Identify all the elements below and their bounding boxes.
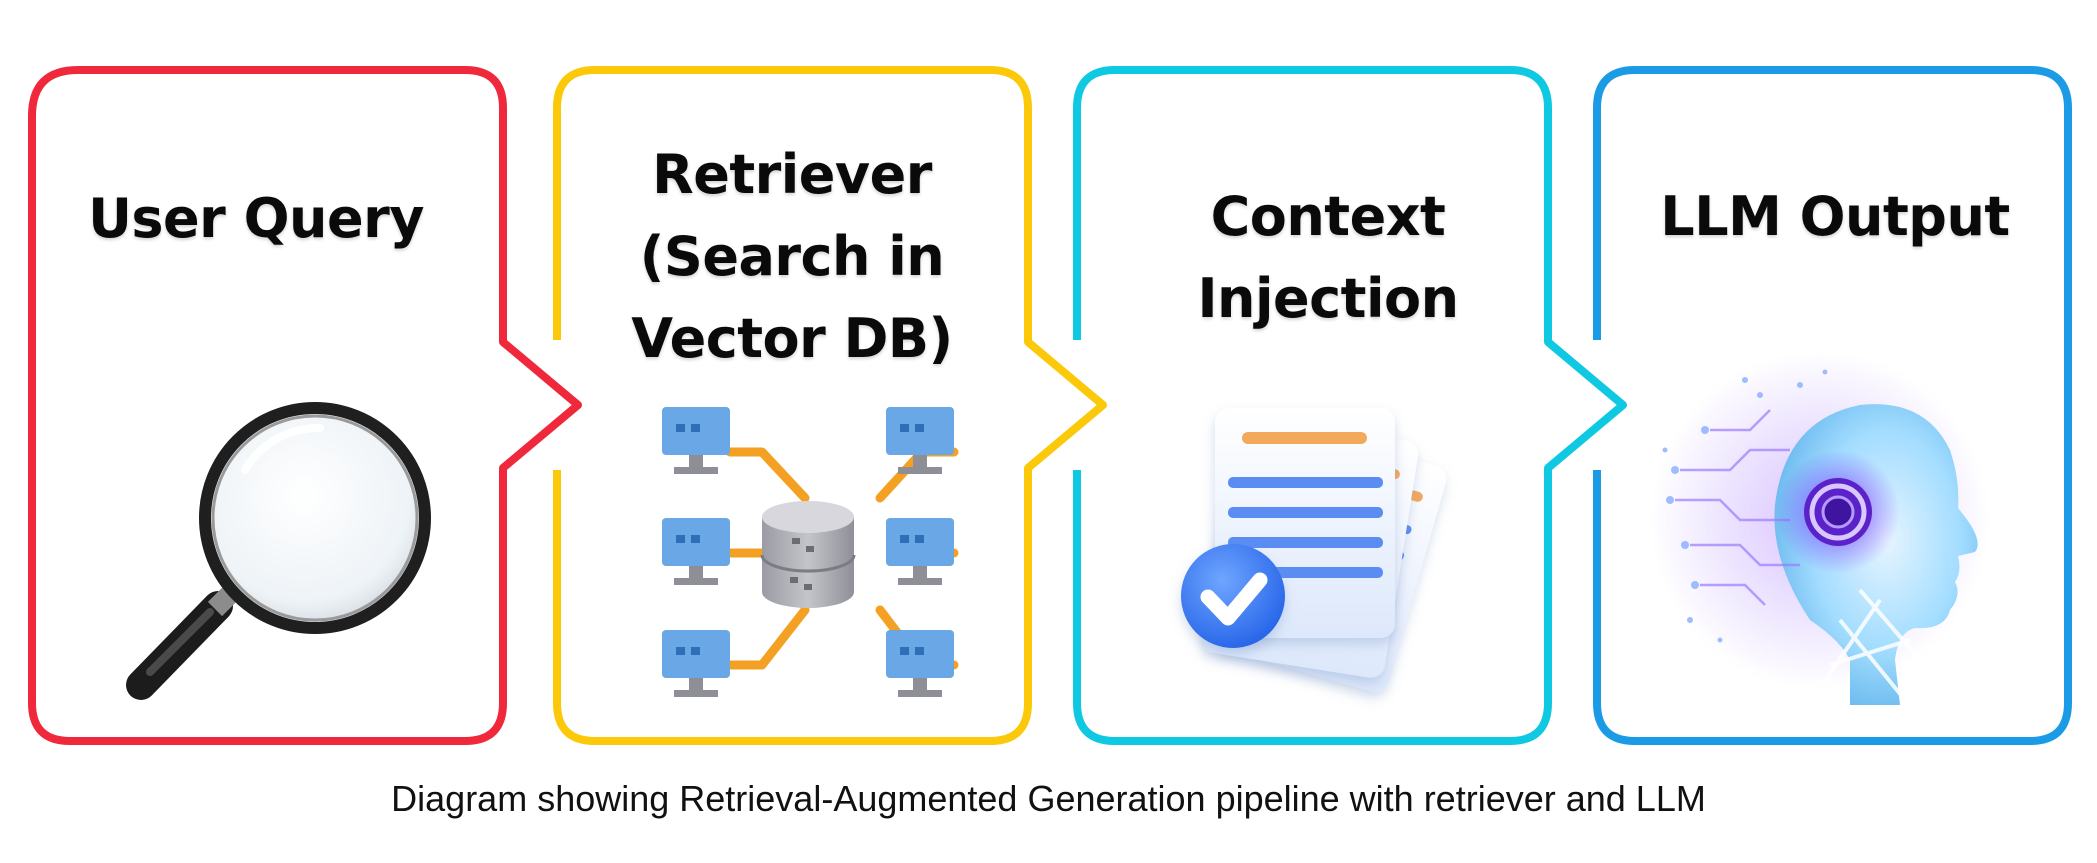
- documents-check-icon: [1181, 408, 1447, 693]
- stage-frame-llm-output: [1593, 66, 2072, 745]
- stage-title-user-query: User Query: [88, 187, 424, 250]
- diagram-caption: Diagram showing Retrieval-Augmented Gene…: [391, 778, 1706, 819]
- magnifier-icon: [126, 402, 431, 700]
- stage-title-retriever: Retriever (Search in Vector DB): [631, 143, 953, 370]
- ai-head-icon: [1650, 350, 1990, 705]
- stage-title-context-injection: Context Injection: [1197, 185, 1459, 330]
- stage-title-llm-output: LLM Output: [1660, 185, 2010, 248]
- stage-frame-context-injection: [1073, 66, 1627, 745]
- stage-frame-user-query: [28, 66, 582, 745]
- vector-db-network-icon: [662, 407, 959, 697]
- stage-frame-retriever: [553, 66, 1107, 745]
